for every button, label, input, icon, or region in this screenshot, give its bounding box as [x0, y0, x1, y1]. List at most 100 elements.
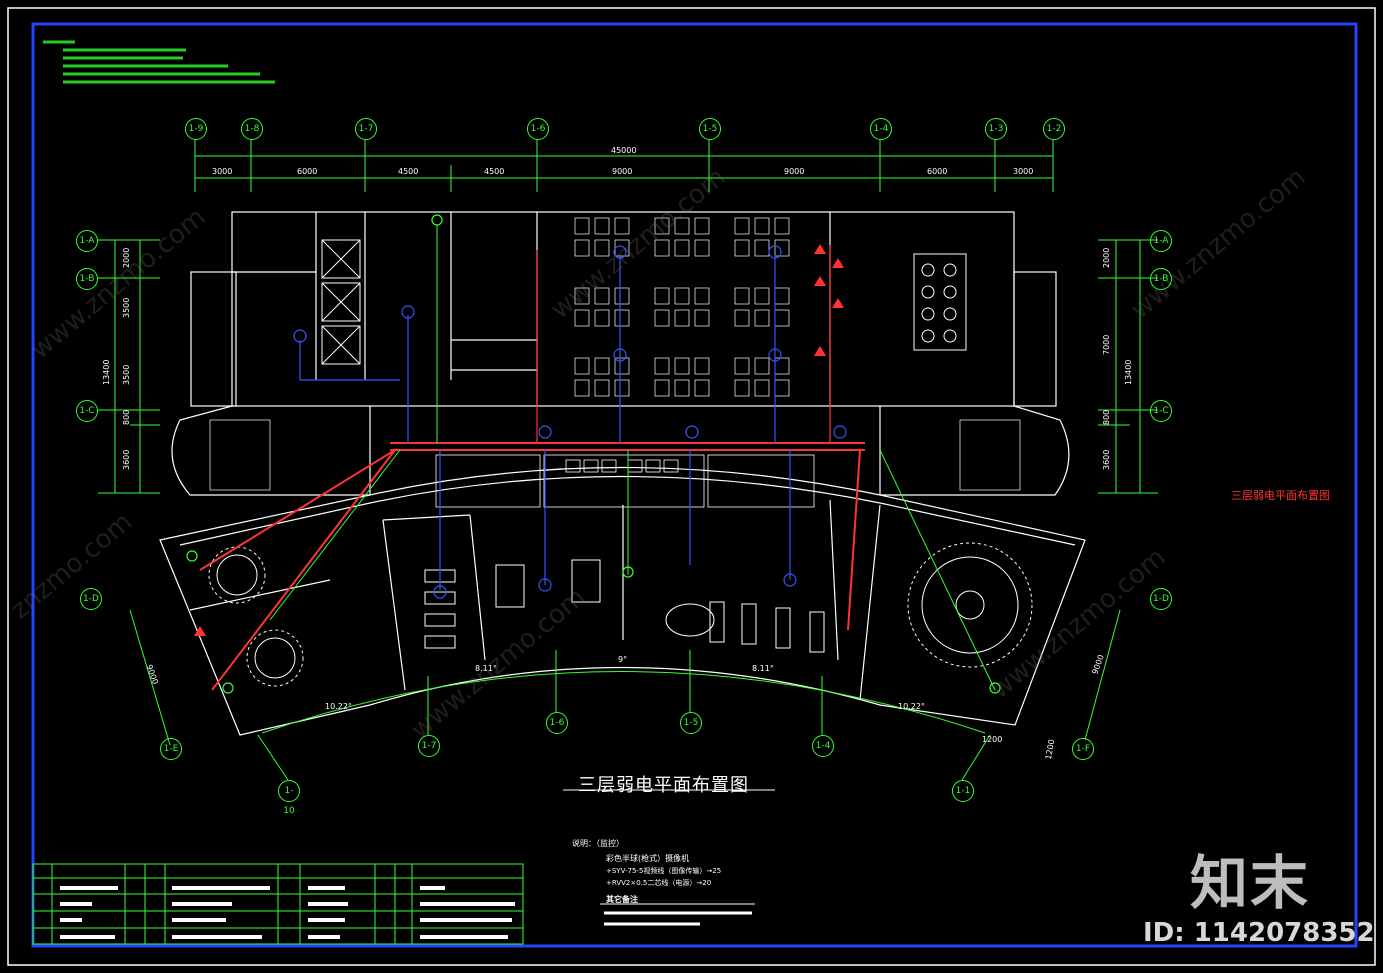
dining-table — [734, 217, 750, 235]
dim-top: 6000 — [927, 167, 948, 176]
dining-table — [614, 309, 630, 327]
axis-bubble: 1-5 — [699, 118, 721, 140]
drawing-title: 三层弱电平面布置图 — [578, 775, 749, 796]
axis-bubble: 1-E — [160, 738, 182, 760]
dining-table — [694, 357, 710, 375]
watermark-id: ID: 1142078352 — [1143, 918, 1375, 948]
alarm-devices — [194, 244, 844, 636]
dining-table — [574, 287, 590, 305]
axis-bubble: 1-4 — [812, 735, 834, 757]
notes-heading-2: 其它备注 — [606, 895, 638, 904]
axis-bubble: 1-8 — [241, 118, 263, 140]
dim-right-1: 13400 — [1124, 359, 1133, 385]
dim-top: 3000 — [1013, 167, 1034, 176]
dining-table — [614, 357, 630, 375]
drawing-side-title: 三层弱电平面布置图 — [1231, 489, 1330, 502]
dining-table — [734, 379, 750, 397]
axis-bubble: 1-2 — [1043, 118, 1065, 140]
dining-table — [574, 379, 590, 397]
legend-table — [32, 863, 524, 945]
dining-table — [674, 379, 690, 397]
dim-top: 6000 — [297, 167, 318, 176]
dim-left-1: 3500 — [122, 297, 131, 318]
notes-underlines — [563, 789, 775, 905]
dining-table — [674, 309, 690, 327]
dim-top: 9000 — [612, 167, 633, 176]
axis-bubble: 1-10 — [278, 780, 300, 816]
dim-left-5: 3600 — [122, 449, 131, 470]
blue-cable-runs — [299, 255, 791, 590]
dining-table — [614, 217, 630, 235]
round-tables — [208, 542, 1033, 687]
dining-table — [654, 239, 670, 257]
dim-arc-3: 8.11° — [752, 664, 774, 673]
inner-frame — [31, 22, 1358, 948]
dining-table — [594, 217, 610, 235]
dim-top: 3000 — [212, 167, 233, 176]
svg-text:znzmo.com: znzmo.com — [5, 507, 138, 625]
axis-bubble: 1-C — [76, 400, 98, 422]
dining-table — [734, 357, 750, 375]
dining-table — [694, 239, 710, 257]
dining-table — [574, 357, 590, 375]
elevator-shafts — [321, 239, 361, 365]
dining-table — [734, 239, 750, 257]
dining-table — [674, 357, 690, 375]
dining-hall-tables — [574, 217, 790, 397]
dining-table — [674, 217, 690, 235]
dining-table — [574, 239, 590, 257]
axis-bubble: 1-6 — [527, 118, 549, 140]
dining-table — [734, 287, 750, 305]
dining-table — [694, 309, 710, 327]
axis-bubble: 1-B — [1150, 268, 1172, 290]
axis-bubble: 1-7 — [418, 735, 440, 757]
stairwells — [209, 419, 1021, 491]
dim-top: 9000 — [784, 167, 805, 176]
axis-bubble: 1-4 — [870, 118, 892, 140]
dining-table — [654, 287, 670, 305]
axis-bubble: 1-D — [80, 588, 102, 610]
notes-line-1: 彩色半球(枪式）摄像机 — [606, 854, 690, 863]
dining-table — [574, 309, 590, 327]
dim-arc-0: 10.22° — [325, 702, 352, 711]
axis-bubble: 1-D — [1150, 588, 1172, 610]
dim-left-0: 2000 — [122, 247, 131, 268]
axis-bubble: 1-7 — [355, 118, 377, 140]
green-cable-runs — [269, 225, 996, 691]
fitness-equipment — [424, 559, 825, 653]
watermark-brand: 知末 — [1190, 849, 1311, 917]
dining-table — [614, 287, 630, 305]
dining-table — [754, 217, 770, 235]
camera-devices — [293, 245, 847, 599]
dining-table — [694, 287, 710, 305]
axis-bubble: 1-A — [1150, 230, 1172, 252]
dining-table — [774, 309, 790, 327]
dining-table — [774, 287, 790, 305]
right-dimension-lines — [1098, 239, 1158, 494]
bottom-axis-lines — [129, 609, 1121, 781]
axis-bubble: 1-C — [1150, 400, 1172, 422]
dining-table — [654, 309, 670, 327]
dim-left-2: 13400 — [102, 359, 111, 385]
dining-table — [594, 379, 610, 397]
svg-text:www.znzmo.com: www.znzmo.com — [25, 202, 211, 365]
axis-bubble: 1-6 — [546, 712, 568, 734]
notes-line-3: +RVV2×0.5二芯线（电源）→20 — [606, 879, 712, 887]
dining-table — [774, 217, 790, 235]
dim-left-4: 800 — [122, 409, 131, 425]
dining-table — [654, 379, 670, 397]
dining-table — [614, 379, 630, 397]
dim-top-total: 45000 — [611, 146, 637, 155]
dining-table — [774, 239, 790, 257]
conference-table — [913, 253, 967, 351]
green-devices — [186, 214, 1001, 694]
dim-right-4: 3600 — [1102, 449, 1111, 470]
dining-table — [754, 309, 770, 327]
top-notes — [43, 40, 275, 84]
dim-misc-2: 1200 — [982, 735, 1003, 744]
legend-fill-bars — [60, 886, 515, 939]
axis-bubble: 1-9 — [185, 118, 207, 140]
notes-heading: 说明：（监控） — [572, 839, 624, 848]
axis-bubble: 1-5 — [680, 712, 702, 734]
dining-table — [594, 357, 610, 375]
